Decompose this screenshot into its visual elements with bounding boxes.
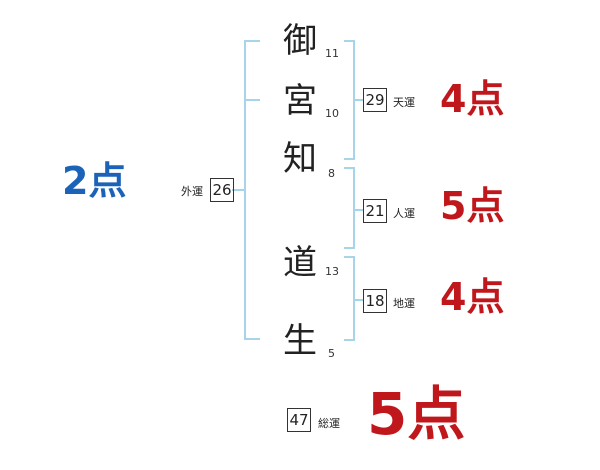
jinun-bracket [344,167,364,249]
name-char-4: 道 [283,243,317,283]
stroke-count-1: 11 [325,47,339,60]
gaiun-score: 2点 [62,159,127,203]
name-char-5: 生 [283,321,317,361]
name-char-1: 御 [283,21,317,61]
name-char-3: 知 [283,139,317,179]
tenun-value-box: 29 [363,88,387,112]
jinun-value-box: 21 [363,199,387,223]
chiun-value-box: 18 [363,289,387,313]
gaiun-bracket [232,40,260,340]
chiun-label: 地運 [393,297,415,310]
souun-score: 5点 [367,380,466,448]
tenun-label: 天運 [393,96,415,109]
gaiun-value-box: 26 [210,178,234,202]
stroke-count-2: 10 [325,107,339,120]
souun-label: 総運 [318,417,340,430]
jinun-score: 5点 [440,184,505,228]
stroke-count-3: 8 [328,167,335,180]
souun-value-box: 47 [287,408,311,432]
tenun-score: 4点 [440,77,505,121]
chiun-bracket [344,256,364,341]
stroke-count-4: 13 [325,265,339,278]
chiun-score: 4点 [440,275,505,319]
name-char-2: 宮 [283,81,317,121]
gaiun-label: 外運 [181,185,203,198]
tenun-bracket [344,40,364,160]
stroke-count-5: 5 [328,347,335,360]
jinun-label: 人運 [393,207,415,220]
